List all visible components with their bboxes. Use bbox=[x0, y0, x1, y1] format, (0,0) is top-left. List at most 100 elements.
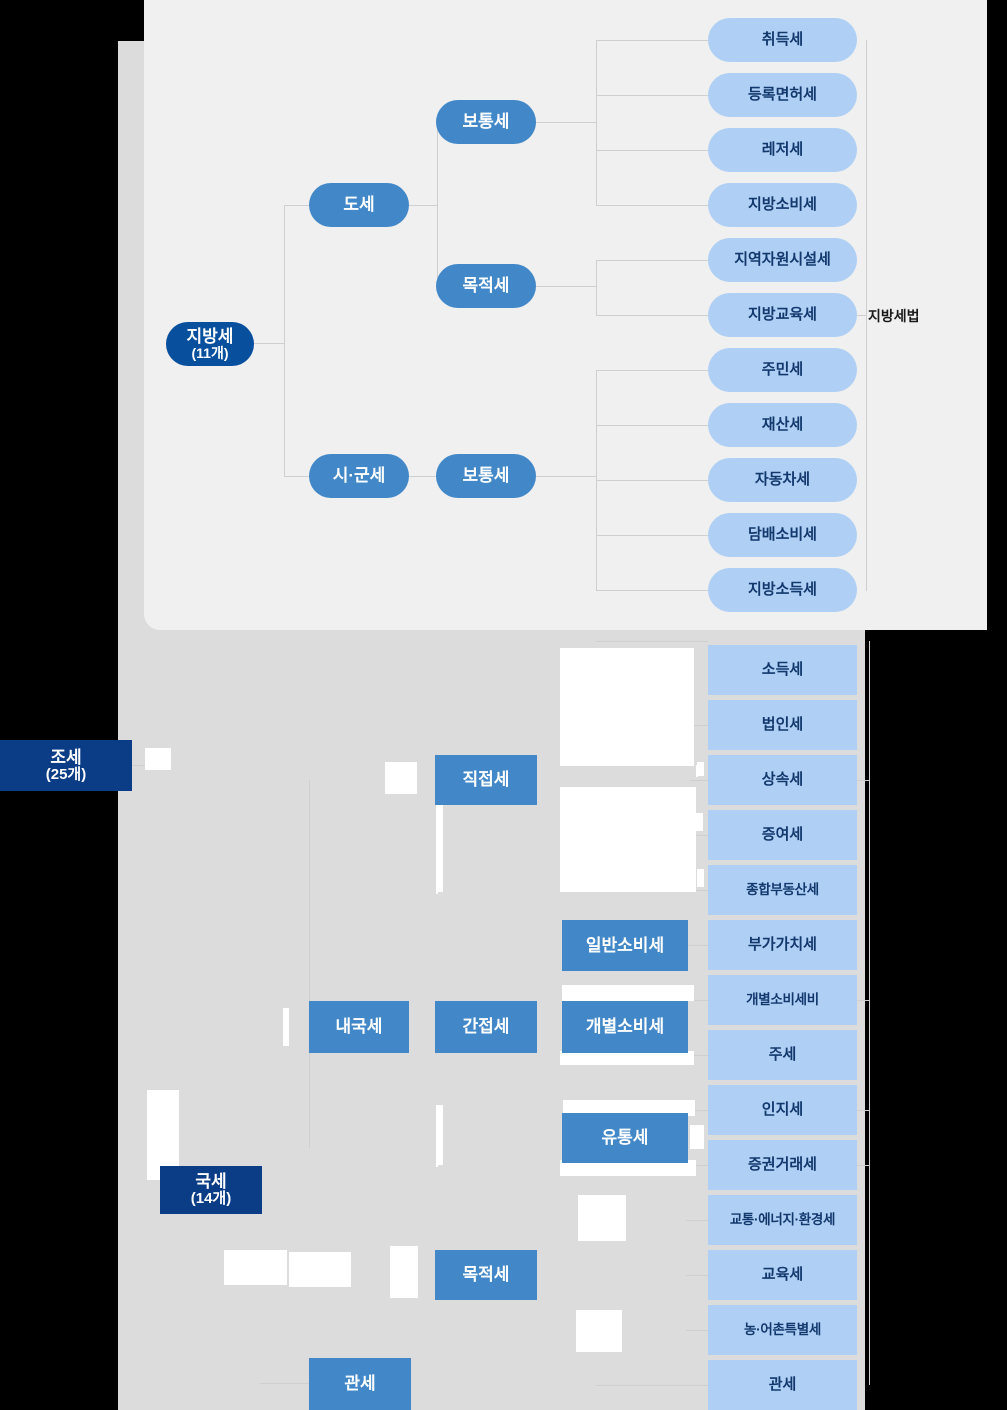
placeholder-block-20 bbox=[560, 1160, 696, 1176]
leaf-juminse[interactable]: 주민세 bbox=[708, 348, 857, 392]
lower-leaf-gaebyeolsobisebi[interactable]: 개별소비세비 bbox=[708, 975, 857, 1025]
connector-lower-leaf-10 bbox=[686, 1220, 708, 1221]
connector-root-bracket bbox=[284, 205, 285, 476]
placeholder-block-21 bbox=[690, 1125, 704, 1149]
connector-lower-leaf-4 bbox=[690, 890, 708, 891]
leaf-chwideukse[interactable]: 취득세 bbox=[708, 18, 857, 62]
leaf-label: 증권거래세 bbox=[747, 1155, 817, 1173]
lower-leaf-injise[interactable]: 인지세 bbox=[708, 1085, 857, 1135]
connector-leaf-jibangsobise bbox=[596, 205, 708, 206]
connector-lower-leaf-13 bbox=[596, 1385, 708, 1386]
placeholder-block-8 bbox=[697, 869, 704, 887]
node-naegukse[interactable]: 내국세 bbox=[309, 1001, 409, 1053]
connector-mokjeokse-bracket bbox=[596, 260, 597, 315]
leaf-label: 상속세 bbox=[761, 770, 804, 788]
leaf-label: 인지세 bbox=[761, 1100, 804, 1118]
lower-leaf-sodeukse[interactable]: 소득세 bbox=[708, 645, 857, 695]
leaf-label: 자동차세 bbox=[754, 470, 811, 488]
node-dose-mokjeokse[interactable]: 목적세 bbox=[436, 264, 536, 308]
node-yutongse[interactable]: 유통세 bbox=[562, 1113, 688, 1163]
leaf-dambaesobise[interactable]: 담배소비세 bbox=[708, 513, 857, 557]
connector-white-4 bbox=[152, 1090, 154, 1180]
node-dose-mokjeokse-label: 목적세 bbox=[462, 276, 510, 296]
leaf-label: 증여세 bbox=[761, 825, 804, 843]
lower-leaf-gyoyukse[interactable]: 교육세 bbox=[708, 1250, 857, 1300]
node-gaebyeolsobise[interactable]: 개별소비세 bbox=[562, 1001, 688, 1053]
node-jose-root[interactable]: 조세 (25개) bbox=[0, 740, 132, 791]
connector-lower-gwanse-line bbox=[260, 1383, 310, 1384]
node-gukse[interactable]: 국세 (14개) bbox=[160, 1166, 262, 1214]
placeholder-block-18 bbox=[560, 1051, 694, 1065]
placeholder-block-10 bbox=[437, 1105, 443, 1165]
leaf-jaesanse[interactable]: 재산세 bbox=[708, 403, 857, 447]
leaf-jadongchase[interactable]: 자동차세 bbox=[708, 458, 857, 502]
node-naegukse-label: 내국세 bbox=[335, 1017, 383, 1037]
connector-botongse2-out bbox=[536, 476, 596, 477]
connector-white-1 bbox=[436, 802, 438, 894]
leaf-label: 주민세 bbox=[761, 360, 804, 378]
lower-leaf-juse[interactable]: 주세 bbox=[708, 1030, 857, 1080]
node-sigunse-botongse[interactable]: 보통세 bbox=[436, 454, 536, 498]
law-note-jibangsebeop: 지방세법 bbox=[868, 308, 920, 324]
lower-leaf-gwanse[interactable]: 관세 bbox=[708, 1360, 857, 1410]
connector-leaf-chwideukse bbox=[596, 40, 708, 41]
lower-leaf-bugagachise[interactable]: 부가가치세 bbox=[708, 920, 857, 970]
leaf-jibangsodeukse[interactable]: 지방소득세 bbox=[708, 568, 857, 612]
leaf-jibangsobise[interactable]: 지방소비세 bbox=[708, 183, 857, 227]
lower-leaf-beopinse[interactable]: 법인세 bbox=[708, 700, 857, 750]
node-ilbansobise[interactable]: 일반소비세 bbox=[562, 920, 688, 971]
connector-lower-leaf-7 bbox=[686, 1055, 708, 1056]
lower-leaf-jeunggwongeoraese[interactable]: 증권거래세 bbox=[708, 1140, 857, 1190]
placeholder-block-3 bbox=[437, 802, 443, 892]
connector-lower-leaf-1 bbox=[690, 725, 708, 726]
leaf-lejeose[interactable]: 레저세 bbox=[708, 128, 857, 172]
lower-leaf-jeungyeose[interactable]: 증여세 bbox=[708, 810, 857, 860]
leaf-label: 취득세 bbox=[761, 30, 804, 48]
leaf-jibanggyoyukse[interactable]: 지방교육세 bbox=[708, 293, 857, 337]
placeholder-block-2 bbox=[385, 762, 417, 794]
connector-leaf-jadongchase bbox=[596, 480, 708, 481]
connector-lower-naegukse-bracket bbox=[309, 780, 310, 1148]
node-lower-mokjeokse-label: 목적세 bbox=[462, 1265, 510, 1285]
placeholder-block-7 bbox=[696, 813, 703, 831]
node-gwanse-group[interactable]: 관세 bbox=[309, 1358, 411, 1410]
node-dose-botongse-label: 보통세 bbox=[462, 112, 510, 132]
placeholder-block-15 bbox=[578, 1195, 626, 1241]
placeholder-block-5 bbox=[697, 762, 704, 776]
node-jibangse-label: 지방세 bbox=[186, 326, 234, 346]
node-dose[interactable]: 도세 bbox=[309, 183, 409, 227]
node-gukse-label: 국세 bbox=[195, 1172, 227, 1192]
node-dose-label: 도세 bbox=[343, 195, 375, 215]
lower-leaf-nongeochontteukbyeolse[interactable]: 농·어촌특별세 bbox=[708, 1305, 857, 1355]
connector-botongse1-out bbox=[536, 122, 596, 123]
leaf-label: 법인세 bbox=[761, 715, 804, 733]
connector-sigunse-botongse bbox=[409, 476, 437, 477]
node-sigunse-botongse-label: 보통세 bbox=[462, 466, 510, 486]
lower-leaf-sangsokse[interactable]: 상속세 bbox=[708, 755, 857, 805]
placeholder-block-17 bbox=[562, 985, 694, 1001]
leaf-label: 재산세 bbox=[761, 415, 804, 433]
node-sigunse-label: 시·군세 bbox=[332, 466, 386, 486]
connector-lower-leaf-12 bbox=[686, 1330, 708, 1331]
node-jibangse-root[interactable]: 지방세 (11개) bbox=[166, 322, 254, 366]
connector-mokjeokse-out bbox=[536, 286, 596, 287]
node-gukse-count: (14개) bbox=[190, 1190, 232, 1208]
connector-law-out bbox=[857, 315, 867, 316]
node-lower-mokjeokse[interactable]: 목적세 bbox=[435, 1250, 537, 1300]
lower-leaf-gyotongenergyhwangyeongse[interactable]: 교통·에너지·환경세 bbox=[708, 1195, 857, 1245]
leaf-label: 소득세 bbox=[761, 660, 804, 678]
node-ganjeopse-label: 간접세 bbox=[462, 1017, 510, 1037]
node-dose-botongse[interactable]: 보통세 bbox=[436, 100, 536, 144]
node-sigunse[interactable]: 시·군세 bbox=[309, 454, 409, 498]
node-jikjeopse[interactable]: 직접세 bbox=[435, 755, 537, 805]
connector-leaf-jibangsodeukse bbox=[596, 590, 708, 591]
leaf-deungrokmyeonheose[interactable]: 등록면허세 bbox=[708, 73, 857, 117]
leaf-label: 레저세 bbox=[761, 140, 804, 158]
lower-leaf-jonghapbudongsanse[interactable]: 종합부동산세 bbox=[708, 865, 857, 915]
node-ganjeopse[interactable]: 간접세 bbox=[435, 1001, 537, 1053]
node-ilbansobise-label: 일반소비세 bbox=[585, 935, 665, 955]
leaf-jiyeokjawonsiseolse[interactable]: 지역자원시설세 bbox=[708, 238, 857, 282]
leaf-label: 교통·에너지·환경세 bbox=[729, 1212, 836, 1228]
connector-dose-bracket bbox=[437, 122, 438, 287]
placeholder-block-16 bbox=[576, 1310, 622, 1352]
